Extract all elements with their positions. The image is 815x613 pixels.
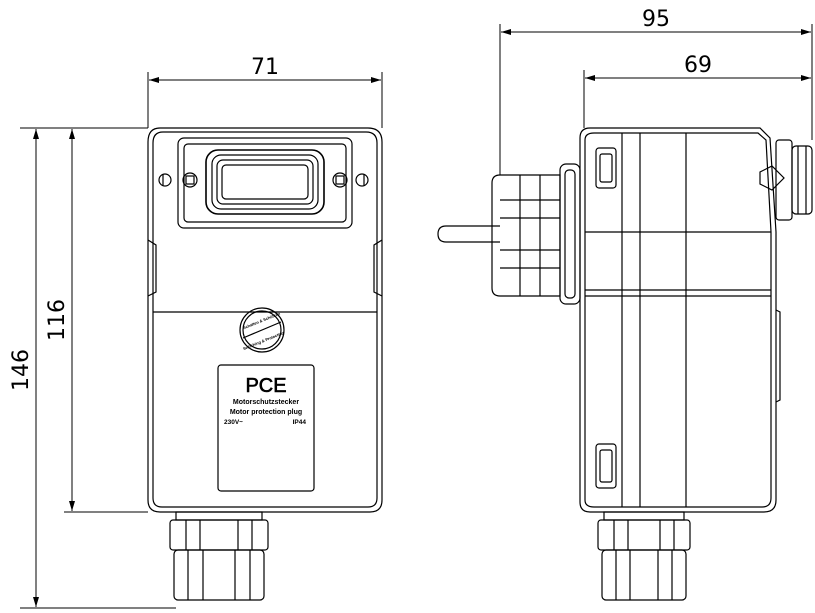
label-line1: Motorschutzstecker [233, 399, 299, 406]
side-clip-bottom [595, 443, 617, 489]
rear-knob [775, 139, 813, 221]
dimension-lines [20, 24, 813, 609]
side-housing-outline [579, 127, 777, 513]
label-brand: PCE [245, 375, 286, 397]
front-cable-gland [169, 511, 269, 601]
label-line2: Motor protection plug [230, 409, 302, 416]
front-housing-outline [147, 127, 383, 513]
dim-label-146: 146 [9, 349, 34, 391]
plug-flange [559, 163, 581, 305]
side-view [437, 127, 813, 601]
front-view [147, 127, 383, 601]
label-plate [217, 364, 315, 492]
side-clip-top [595, 147, 617, 189]
dim-label-69: 69 [684, 53, 712, 78]
switch-frame [177, 137, 353, 229]
dim-label-71: 71 [251, 55, 279, 80]
side-cable-gland [597, 511, 691, 601]
seal-text-bottom: Switching & Protecting [242, 330, 285, 351]
dim-label-116: 116 [45, 299, 70, 341]
screw-right [332, 172, 348, 188]
label-voltage: 230V~ [224, 419, 243, 426]
screw-left [182, 172, 198, 188]
label-rating: IP44 [293, 419, 307, 426]
plug-body [491, 174, 561, 297]
plug-pin [437, 225, 500, 243]
dim-label-95: 95 [642, 7, 670, 32]
front-housing-inner-outline [152, 131, 378, 508]
switch-window [205, 149, 325, 215]
seal-emblem [239, 307, 285, 353]
